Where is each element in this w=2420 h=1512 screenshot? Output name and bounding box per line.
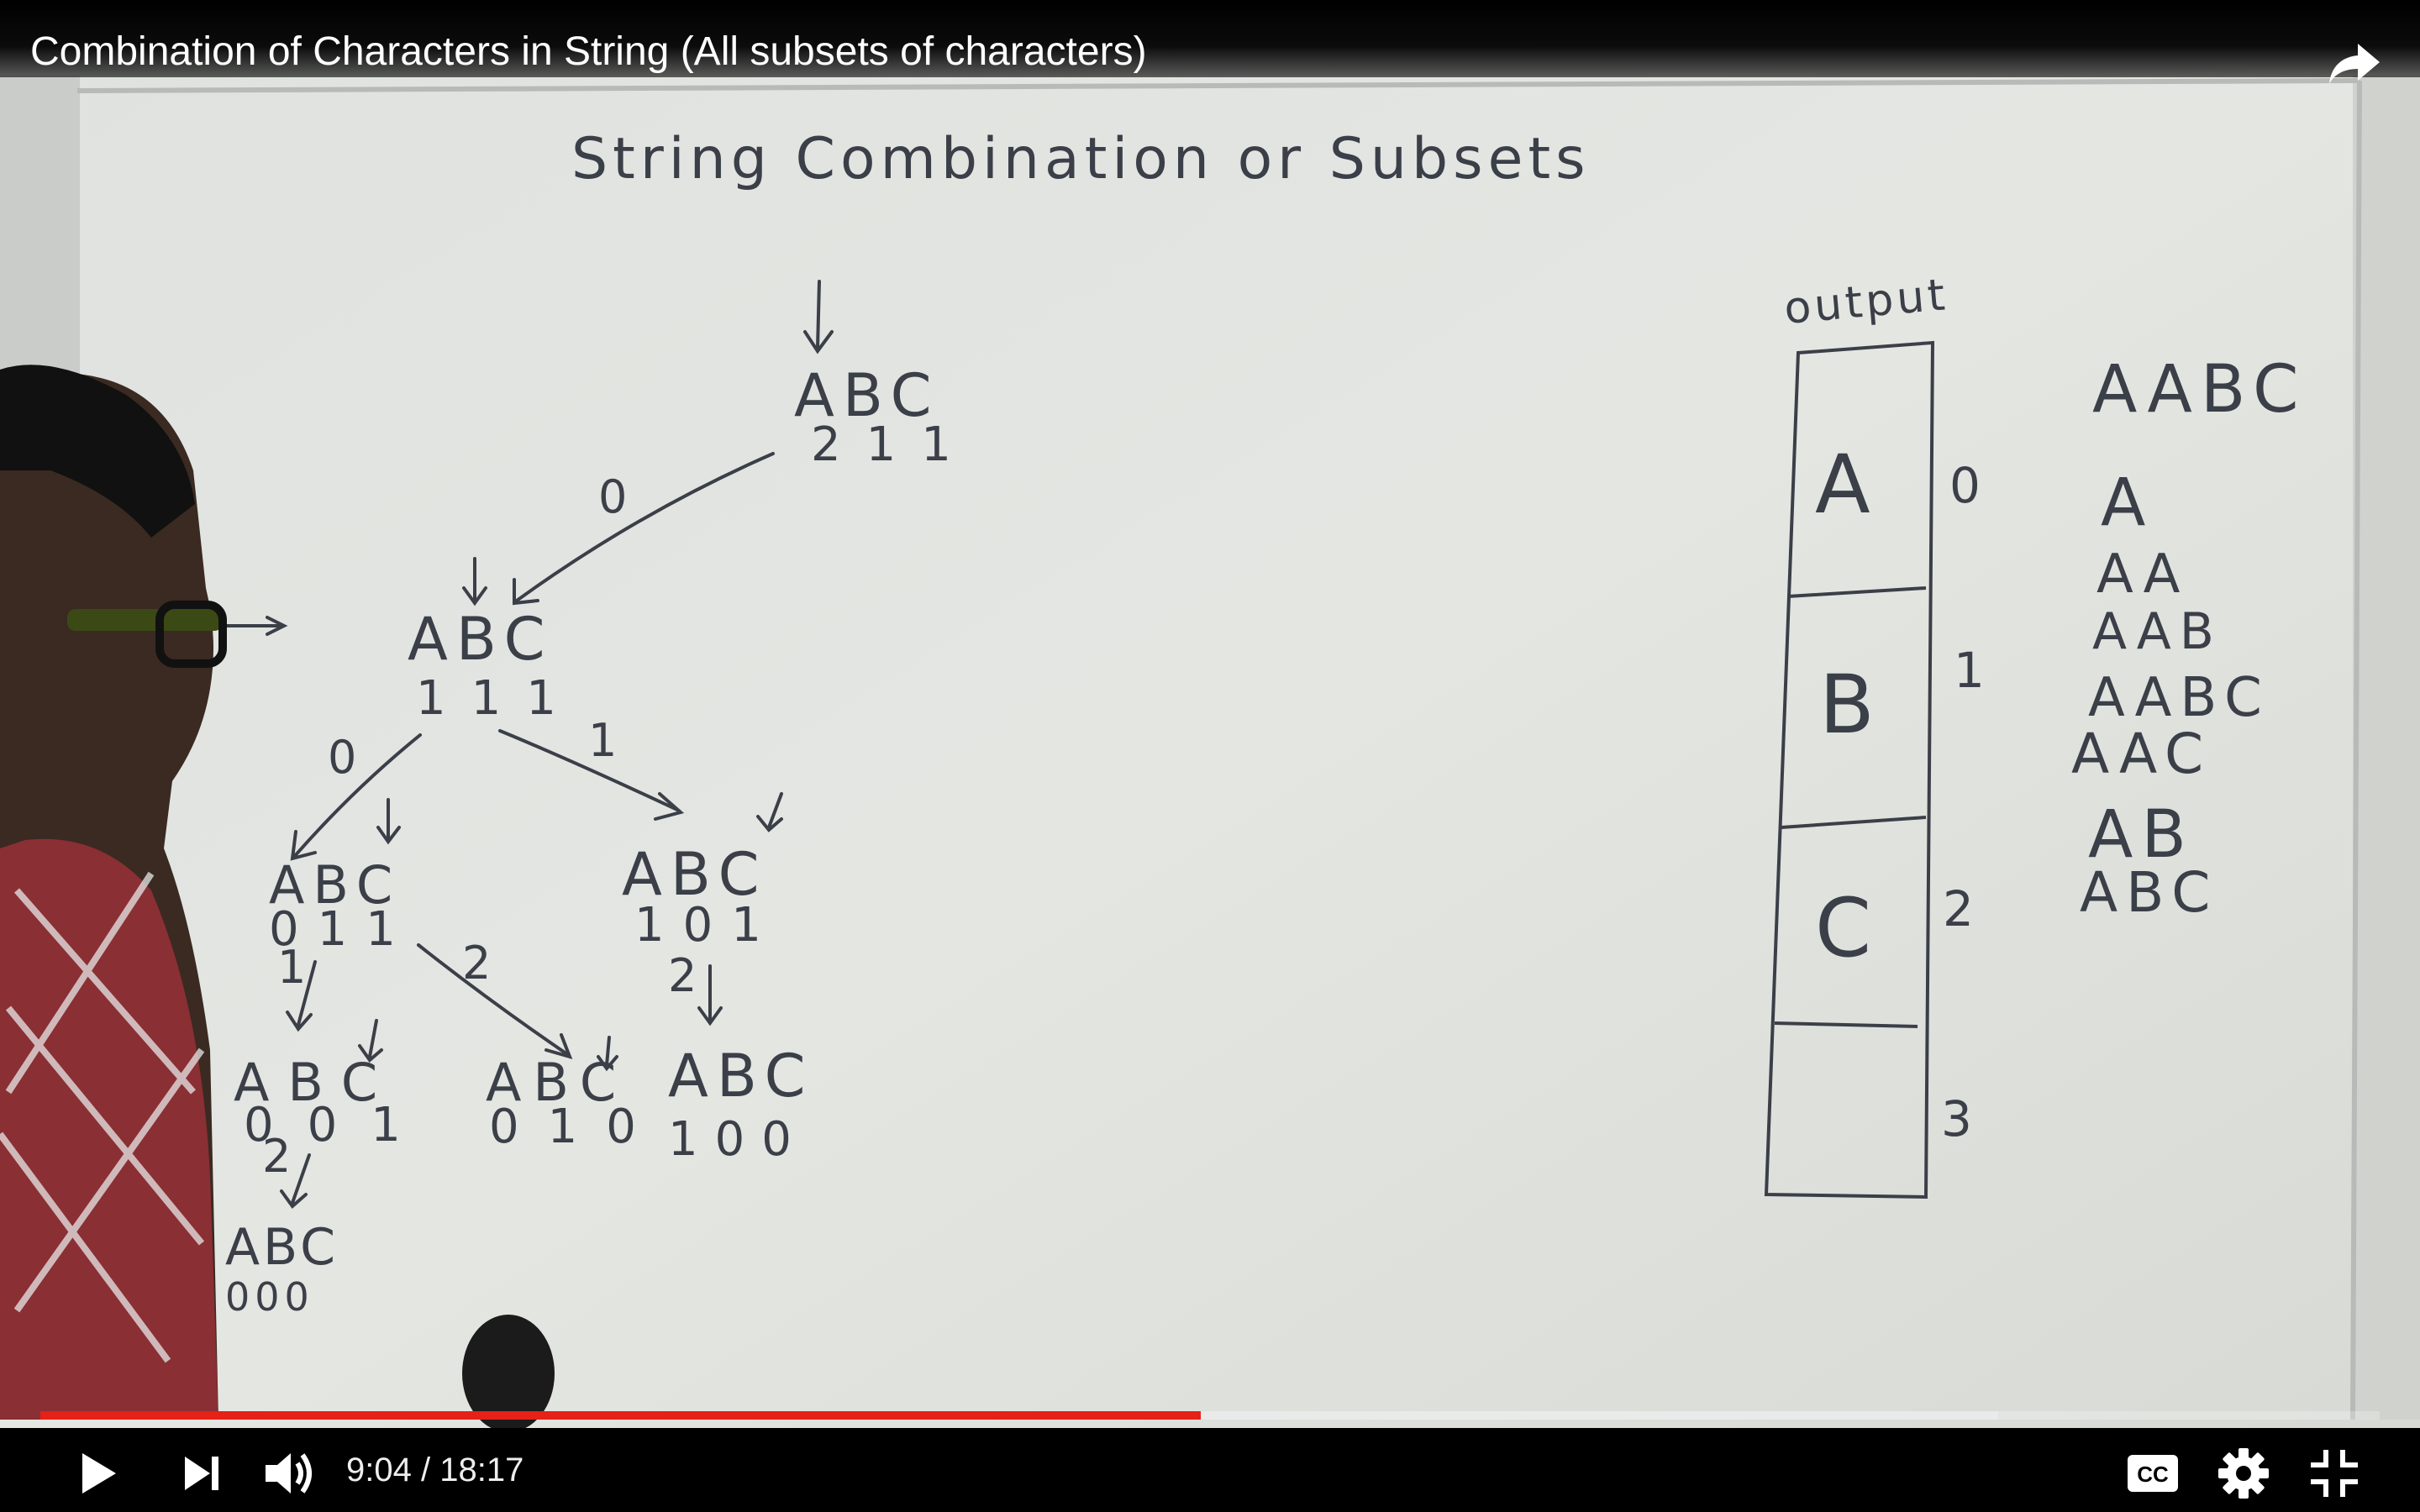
edge-label-level3-a: 2: [262, 1130, 291, 1183]
tree-level2-left-letters: ABC: [269, 854, 401, 916]
duration: 18:17: [439, 1452, 524, 1488]
tree-level2-right-letters: ABC: [622, 840, 768, 909]
tree-level2-right-counts: 101: [634, 898, 780, 953]
output-index-1: 1: [1954, 642, 1985, 699]
subset-item-5: AB: [2088, 797, 2195, 873]
presenter-figure: [0, 365, 555, 1432]
subset-item-0: A: [2101, 465, 2154, 541]
edge-label-level2-a: 1: [277, 941, 306, 994]
input-string: AABC: [2092, 352, 2307, 428]
subset-item-2: AAB: [2092, 602, 2223, 661]
tree-edges: [213, 280, 834, 1209]
edge-label-level1-right: 1: [588, 714, 617, 767]
output-cell-1: B: [1819, 658, 1875, 752]
tree-level3-c-letters: ABC: [668, 1042, 814, 1110]
next-icon[interactable]: [171, 1443, 232, 1504]
svg-text:CC: CC: [2137, 1462, 2169, 1487]
play-icon[interactable]: [67, 1443, 128, 1504]
tree-level3-b-letters: ABC: [486, 1052, 628, 1113]
subset-item-3: AABC: [2088, 667, 2270, 729]
subset-item-4: AAC: [2071, 722, 2212, 786]
video-title[interactable]: Combination of Characters in String (All…: [30, 29, 1147, 74]
tree-level4-counts: 000: [225, 1274, 314, 1320]
tree-level1-letters: ABC: [408, 605, 554, 674]
gear-icon[interactable]: [2213, 1443, 2274, 1504]
time-display: 9:04 / 18:17: [346, 1452, 523, 1489]
tree-level3-a-letters: ABC: [234, 1052, 396, 1113]
output-stack: [1764, 340, 1935, 1200]
time-separator: /: [420, 1452, 440, 1488]
volume-icon[interactable]: [259, 1443, 319, 1504]
tree-root-letters: ABC: [794, 361, 940, 430]
subset-item-1: AA: [2096, 543, 2188, 606]
subset-item-6: ABC: [2080, 860, 2218, 925]
board-heading: String Combination or Subsets: [571, 126, 1591, 192]
cc-icon[interactable]: CC: [2123, 1443, 2183, 1504]
edge-label-level1-left: 0: [328, 731, 356, 784]
output-index-3: 3: [1941, 1090, 1972, 1147]
progress-bar[interactable]: [40, 1408, 2380, 1420]
tree-level4-letters: ABC: [225, 1218, 339, 1277]
edge-label-level2-c: 2: [668, 949, 697, 1002]
tree-level2-left-counts: 011: [269, 902, 414, 957]
edge-label-root-level1: 0: [598, 470, 627, 523]
tree-level3-a-counts: 001: [244, 1098, 434, 1152]
output-cell-0: A: [1815, 438, 1870, 532]
output-index-0: 0: [1949, 457, 1981, 514]
tree-level3-b-counts: 010: [489, 1100, 665, 1154]
output-cell-2: C: [1815, 881, 1871, 975]
tree-root-counts: 211: [811, 417, 976, 472]
tree-level1-counts: 111: [416, 671, 581, 726]
title-bar: Combination of Characters in String (All…: [0, 0, 2420, 84]
current-time: 9:04: [346, 1452, 412, 1488]
output-index-2: 2: [1943, 880, 1974, 937]
exit-fullscreen-icon[interactable]: [2304, 1443, 2365, 1504]
control-bar: 9:04 / 18:17 CC: [0, 1428, 2420, 1512]
share-icon[interactable]: [2324, 34, 2385, 94]
tree-level3-c-counts: 100: [668, 1112, 808, 1167]
progress-played: [40, 1411, 1201, 1420]
